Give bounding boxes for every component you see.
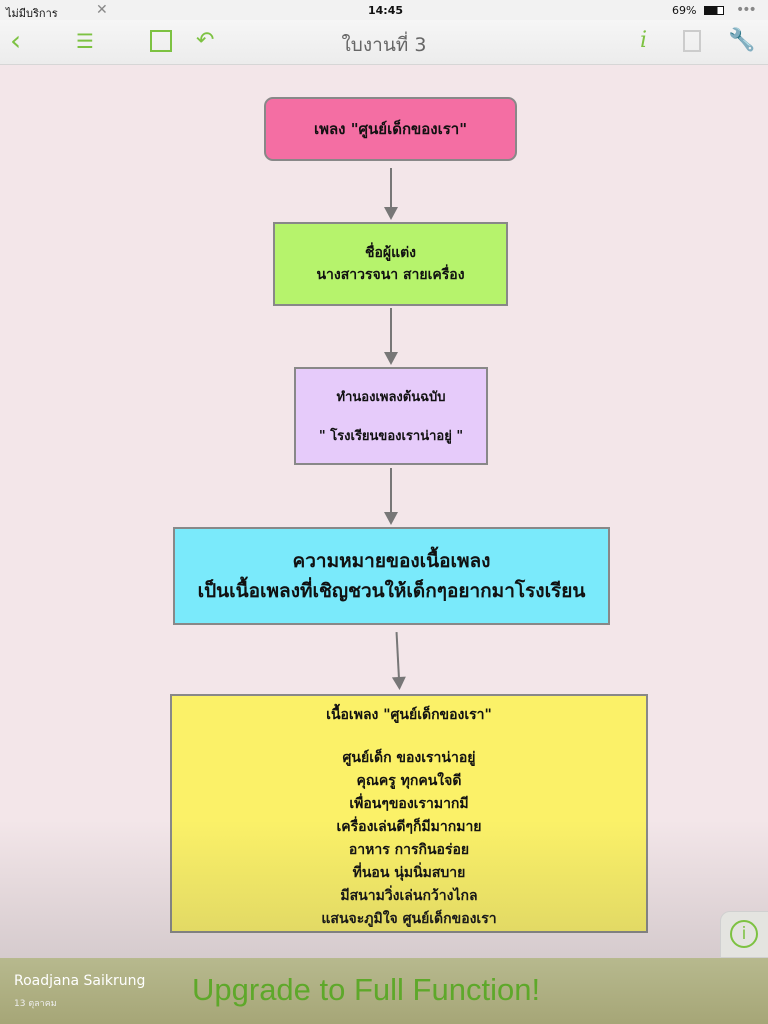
- trash-icon[interactable]: [683, 30, 701, 52]
- list-icon[interactable]: ☰: [76, 29, 94, 53]
- node-text: ทำนองเพลงต้นฉบับ: [336, 390, 446, 405]
- share-icon[interactable]: [150, 30, 172, 52]
- info-bubble-button[interactable]: i: [720, 911, 768, 958]
- battery-icon: [704, 6, 724, 15]
- lyric-line: เครื่องเล่นดีๆก็มีมากมาย: [336, 819, 482, 835]
- connector-arrow: [384, 308, 398, 365]
- lyric-line: เพื่อนๆของเรามากมี: [349, 796, 469, 812]
- more-icon[interactable]: •••: [736, 2, 757, 18]
- lyric-line: แสนจะภูมิใจ ศูนย์เด็กของเรา: [321, 911, 497, 927]
- node-song-title[interactable]: เพลง "ศูนย์เด็กของเรา": [264, 97, 517, 161]
- node-lyrics[interactable]: เนื้อเพลง "ศูนย์เด็กของเรา" ศูนย์เด็ก ขอ…: [170, 694, 648, 933]
- node-melody[interactable]: ทำนองเพลงต้นฉบับ " โรงเรียนของเราน่าอยู่…: [294, 367, 488, 465]
- connector-arrow: [384, 468, 398, 525]
- author-name: Roadjana Saikrung: [14, 973, 146, 989]
- close-icon[interactable]: ✕: [96, 2, 108, 18]
- node-text: นางสาวรจนา สายเครื่อง: [316, 267, 465, 283]
- connector-arrow: [384, 168, 398, 220]
- clock: 14:45: [368, 4, 404, 17]
- node-text: เพลง "ศูนย์เด็กของเรา": [313, 120, 468, 138]
- node-text: ความหมายของเนื้อเพลง: [292, 550, 491, 572]
- note-date: 13 ตุลาคม: [14, 999, 57, 1009]
- lyric-line: มีสนามวิ่งเล่นกว้างไกล: [340, 888, 478, 904]
- toolbar: ‹ ☰ ↶ ใบงานที่ 3 i 🔧: [0, 20, 768, 65]
- document-title: ใบงานที่ 3: [341, 34, 427, 56]
- upgrade-banner[interactable]: Roadjana Saikrung 13 ตุลาคม Upgrade to F…: [0, 958, 768, 1024]
- back-icon[interactable]: ‹: [10, 24, 22, 57]
- node-text: " โรงเรียนของเราน่าอยู่ ": [318, 429, 464, 444]
- node-author[interactable]: ชื่อผู้แต่ง นางสาวรจนา สายเครื่อง: [273, 222, 508, 306]
- node-meaning[interactable]: ความหมายของเนื้อเพลง เป็นเนื้อเพลงที่เชิ…: [173, 527, 610, 625]
- status-bar: ไม่มีบริการ 14:45 69%: [0, 0, 768, 20]
- lyric-line: อาหาร การกินอร่อย: [348, 842, 470, 858]
- carrier: ไม่มีบริการ: [6, 7, 58, 20]
- info-bubble-icon: i: [730, 920, 758, 948]
- undo-icon[interactable]: ↶: [196, 28, 215, 53]
- wrench-icon[interactable]: 🔧: [728, 28, 756, 53]
- node-text: ชื่อผู้แต่ง: [364, 245, 417, 261]
- node-text: เป็นเนื้อเพลงที่เชิญชวนให้เด็กๆอยากมาโรง…: [197, 580, 586, 602]
- lyric-line: ที่นอน นุ่มนิ่มสบาย: [352, 865, 466, 881]
- battery-percent: 69%: [672, 4, 697, 17]
- upgrade-text[interactable]: Upgrade to Full Function!: [192, 972, 541, 1007]
- lyric-line: ศูนย์เด็ก ของเราน่าอยู่: [342, 750, 476, 766]
- lyric-line: คุณครู ทุกคนใจดี: [356, 773, 462, 789]
- info-icon[interactable]: i: [640, 28, 648, 53]
- lyrics-title: เนื้อเพลง "ศูนย์เด็กของเรา": [326, 707, 492, 723]
